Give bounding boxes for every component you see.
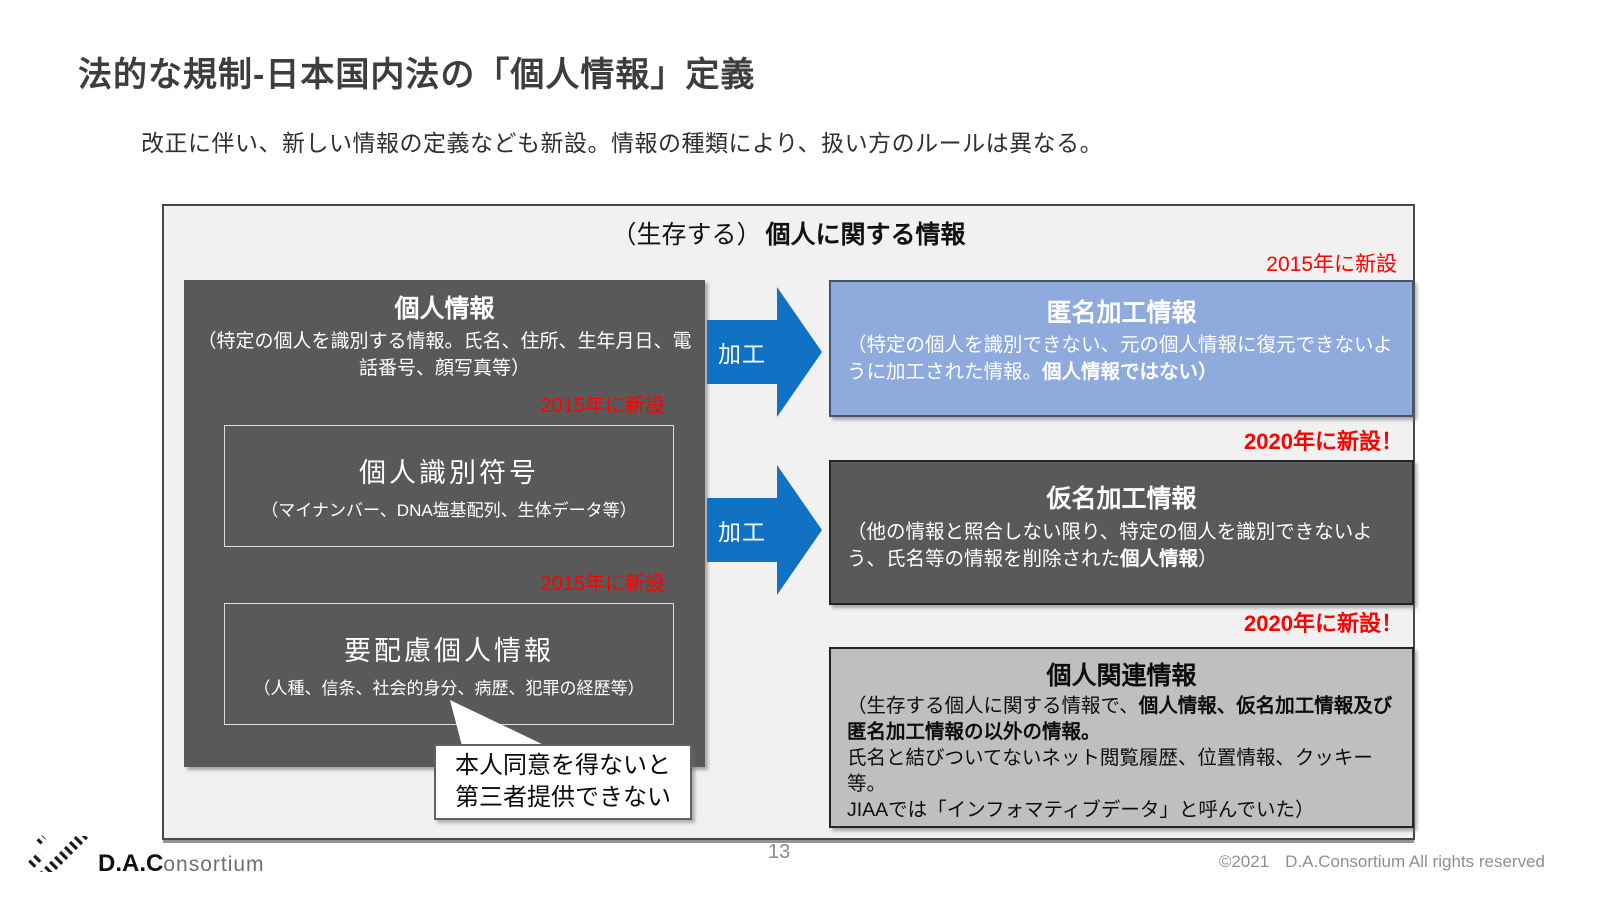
processing-arrow-bottom: 加工 [707, 465, 822, 595]
pseudonymized-info-box: 仮名加工情報 （他の情報と照合しない限り、特定の個人を識別できないよう、氏名等の… [829, 460, 1414, 605]
sensitive-info-box: 要配慮個人情報 （人種、信条、社会的身分、病歴、犯罪の経歴等） [224, 603, 674, 725]
badge-2020-related: 2020年に新設！ [1244, 611, 1403, 636]
sensitive-info-desc: （人種、信条、社会的身分、病歴、犯罪の経歴等） [253, 679, 645, 698]
related-info-box: 個人関連情報 （生存する個人に関する情報で、個人情報、仮名加工情報及び匿名加工情… [829, 647, 1414, 828]
badge-2020-pseudonymized: 2020年に新設！ [1244, 429, 1403, 454]
consent-callout: 本人同意を得ないと 第三者提供できない [434, 744, 692, 820]
copyright-notice: ©2021 D.A.Consortium All rights reserved [1219, 852, 1545, 872]
callout-tail [450, 700, 546, 746]
related-info-title: 個人関連情報 [1046, 662, 1197, 690]
consent-callout-line1: 本人同意を得ないと [455, 751, 671, 779]
dac-logo-text: D.A.Consortium [98, 850, 265, 877]
page-title: 法的な規制-日本国内法の「個人情報」定義 [78, 56, 756, 94]
anonymized-info-box: 匿名加工情報 （特定の個人を識別できない、元の個人情報に復元できないように加工さ… [829, 280, 1414, 417]
identifier-code-desc: （マイナンバー、DNA塩基配列、生体データ等） [261, 501, 637, 520]
personal-info-box: 個人情報 （特定の個人を識別する情報。氏名、住所、生年月日、電話番号、顔写真等）… [184, 280, 705, 767]
related-info-desc: （生存する個人に関する情報で、個人情報、仮名加工情報及び匿名加工情報の以外の情報… [831, 694, 1412, 824]
badge-2015-code: 2015年に新設 [540, 395, 666, 417]
slide-subtitle: 改正に伴い、新しい情報の定義なども新設。情報の種類により、扱い方のルールは異なる… [141, 130, 1104, 156]
dac-logo-mark-icon [26, 835, 90, 872]
diagram-heading: （生存する）個人に関する情報 [164, 215, 1413, 251]
dac-logo: D.A.Consortium [22, 824, 282, 882]
consent-callout-line2: 第三者提供できない [455, 784, 671, 811]
sensitive-info-title: 要配慮個人情報 [344, 636, 554, 666]
diagram-heading-prefix: （生存する） [611, 221, 762, 249]
badge-2015-anonymized: 2015年に新設 [1266, 253, 1397, 276]
pseudonymized-info-desc: （他の情報と照合しない限り、特定の個人を識別できないよう、氏名等の情報を削除され… [847, 521, 1373, 570]
personal-info-title: 個人情報 [394, 295, 495, 323]
related-info-desc-line3: JIAAでは「インフォマティブデータ」と呼んでいた） [847, 798, 1315, 821]
processing-arrow-label: 加工 [718, 519, 766, 545]
right-arrow-icon [707, 287, 822, 417]
processing-arrow-label: 加工 [718, 341, 766, 367]
diagram-heading-main: 個人に関する情報 [765, 221, 966, 249]
diagram-container: （生存する）個人に関する情報 2015年に新設 個人情報 （特定の個人を識別する… [162, 204, 1415, 840]
anonymized-info-desc: （特定の個人を識別できない、元の個人情報に復元できないように加工された情報。個人… [847, 334, 1393, 383]
badge-2015-sensitive: 2015年に新設 [540, 573, 666, 595]
anonymized-info-title: 匿名加工情報 [1046, 299, 1197, 327]
related-info-desc-line1: （生存する個人に関する情報で、個人情報、仮名加工情報及び匿名加工情報の以外の情報… [847, 695, 1393, 743]
page-number: 13 [768, 841, 791, 863]
copyright-text: D.A.Consortium All rights reserved [1285, 852, 1545, 871]
personal-info-desc: （特定の個人を識別する情報。氏名、住所、生年月日、電話番号、顔写真等） [197, 331, 692, 379]
related-info-desc-line2: 氏名と結びついてないネット閲覧履歴、位置情報、クッキー等。 [847, 746, 1373, 795]
pseudonymized-info-title: 仮名加工情報 [1046, 485, 1197, 513]
identifier-code-box: 個人識別符号 （マイナンバー、DNA塩基配列、生体データ等） [224, 425, 674, 547]
identifier-code-title: 個人識別符号 [359, 458, 539, 488]
copyright-year: ©2021 [1218, 852, 1270, 871]
right-arrow-icon [707, 465, 822, 595]
processing-arrow-top: 加工 [707, 287, 822, 417]
